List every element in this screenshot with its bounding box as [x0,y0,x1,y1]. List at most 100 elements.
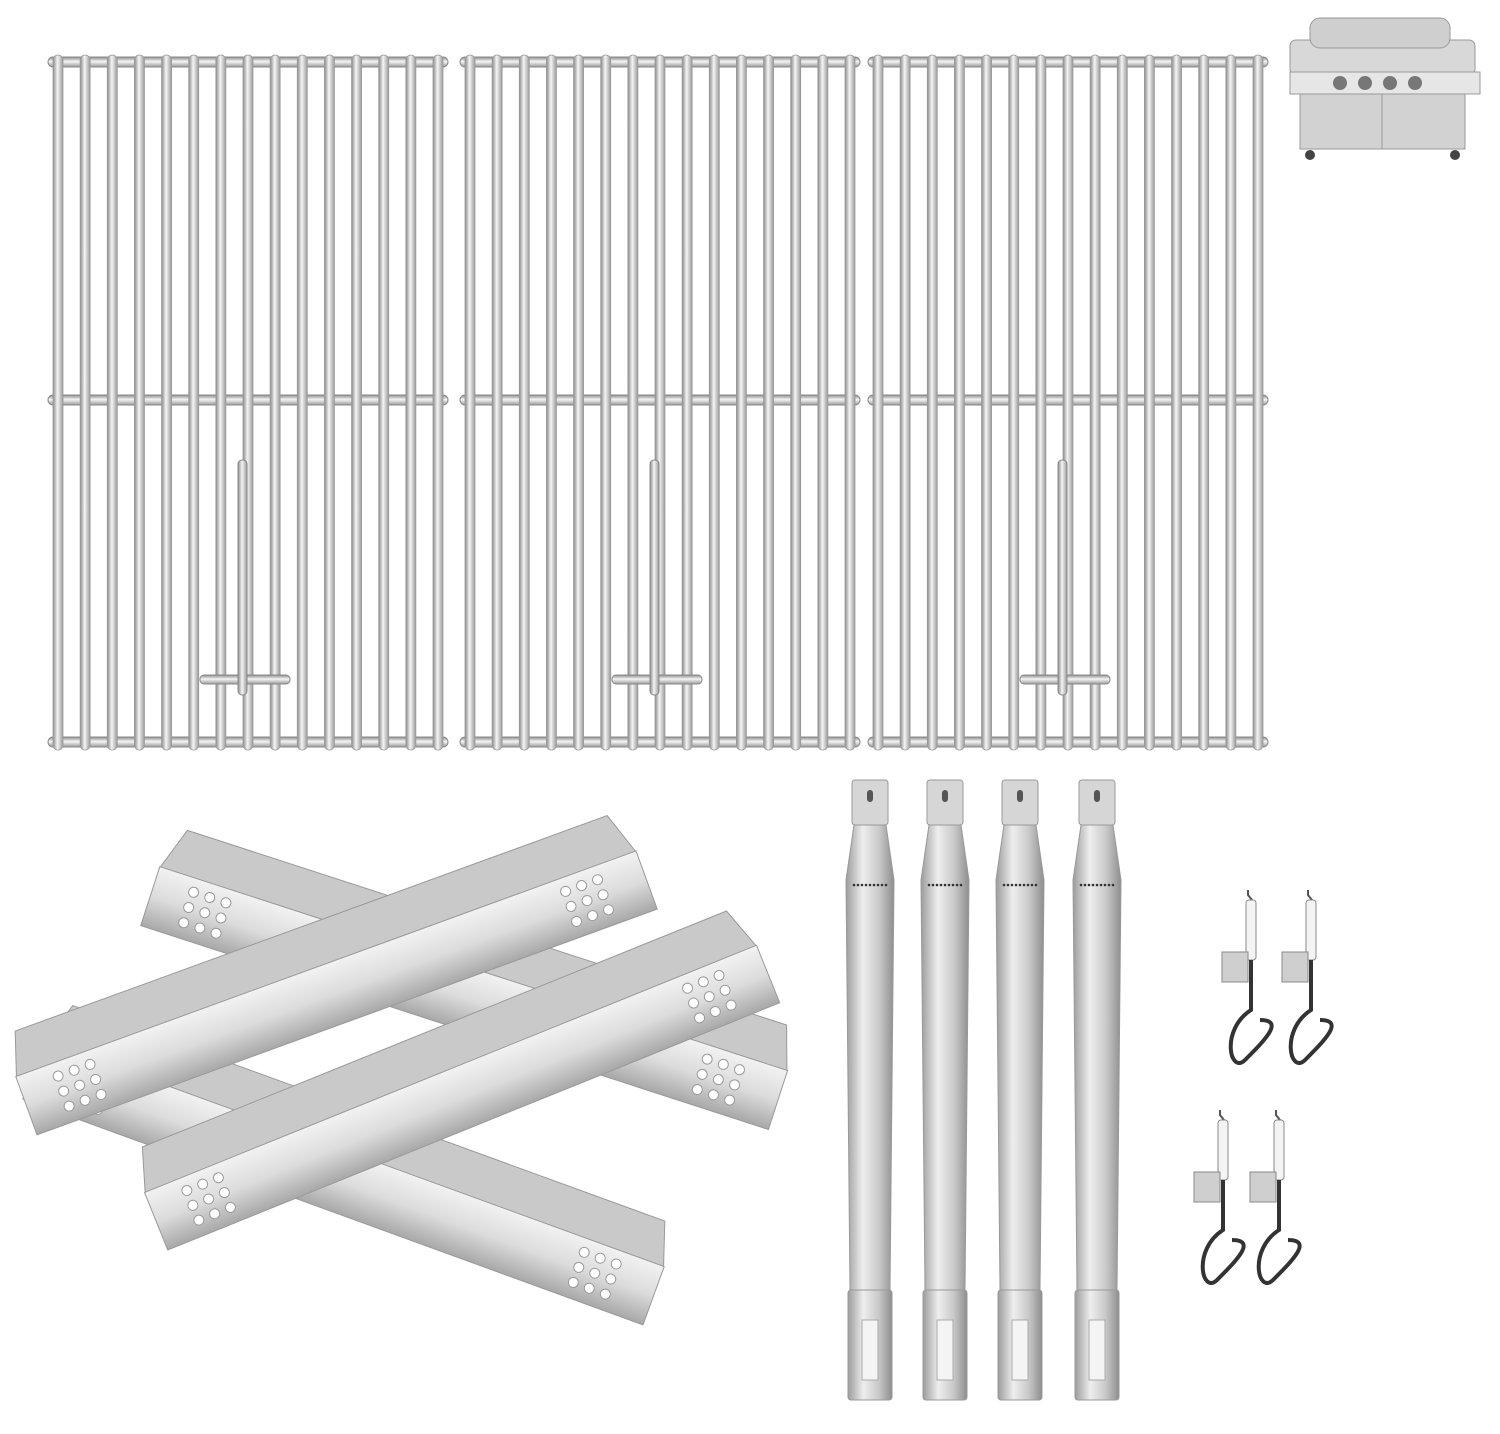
burner-port [943,883,947,887]
burner-port [939,883,943,887]
burner-port [955,883,959,887]
burner-port [959,883,963,887]
igniter-wire [1228,960,1274,1065]
grate-rod [464,54,476,751]
grate-rod [296,54,308,751]
heat-plate-hole [560,885,572,897]
burner-body [920,824,970,1291]
grate-rod [378,54,390,751]
grate-rod [1171,54,1182,751]
burner-port [1018,883,1022,887]
grate-rod [518,54,530,751]
grate-rod [1035,54,1047,751]
burner-tube [920,779,970,1401]
grate-rod [324,54,335,751]
heat-plate-hole [691,1084,703,1096]
burner-slot [942,790,948,802]
grate-rod [1225,54,1237,751]
heat-plate-hole [197,1178,209,1190]
heat-plate-hole [212,1172,224,1184]
grate-rod [79,54,91,751]
heat-plate-hole [581,895,593,907]
heat-plate-hole [79,1094,91,1106]
burner-port [868,883,872,887]
igniter-bracket [1249,1171,1277,1203]
burner-tube [1072,779,1122,1401]
heat-plate-hole [583,1282,595,1294]
burner-port [872,883,876,887]
grate-rod [1116,54,1128,751]
heat-plate-hole [58,1085,70,1097]
heat-plate-top [143,944,781,1251]
heat-plate-hole [599,1288,611,1300]
heat-plate-hole [703,991,715,1003]
heat-plate-hole [587,910,599,922]
igniter-wire [1200,1180,1246,1285]
grate-rod [681,54,693,751]
grate-rod [736,54,747,751]
burner-port [856,883,860,887]
grate-rod [1252,54,1264,751]
grate-handle-stem [237,459,248,696]
burner-port [880,883,884,887]
cooking-grates [47,54,1269,751]
burner-port [1099,883,1103,887]
grate-rod [1089,54,1101,751]
cooking-grate [459,54,861,751]
cooking-grate [47,54,449,751]
heat-plate-hole [603,904,615,916]
burner-bracket [926,779,964,826]
burner-port [1091,883,1095,887]
heat-plate-hole [84,1058,96,1070]
igniter-bracket [1281,951,1309,983]
heat-plate-hole [220,897,232,909]
burner-air-shutter [1011,1319,1029,1381]
grate-rod [899,54,911,751]
igniter-wire [1256,1180,1302,1285]
igniter-electrodes [1193,890,1334,1285]
heat-plate-hole [209,1208,221,1220]
heat-plate-hole [187,1199,199,1211]
heat-plate-hole [95,1089,107,1101]
grate-rod [188,54,200,751]
burner-port [852,883,856,887]
heat-plate-hole [218,1187,230,1199]
heat-plate-hole [578,1246,590,1258]
heat-plate-hole [592,874,604,886]
grill-knob [1383,76,1397,90]
burner-port [1107,883,1111,887]
heat-plate-hole [688,997,700,1009]
igniter-ceramic [1217,1119,1229,1181]
heat-plate-top [15,850,658,1136]
grate-rod [573,54,584,751]
heat-plate-hole [701,1053,713,1065]
burner-body [1072,824,1122,1291]
grill-wheel [1305,150,1315,160]
heat-plate-hole [181,1184,193,1196]
burner-port [860,883,864,887]
grate-handle-stem [649,459,660,696]
heat-plate-hole [724,1094,736,1106]
heat-plate-hole [199,907,211,919]
heat-plate-hole [63,1100,75,1112]
heat-plate-hole [74,1079,86,1091]
heat-plate-hole [589,1267,601,1279]
grate-rod [627,54,639,751]
burner-body [995,824,1045,1291]
grill-knob [1358,76,1372,90]
burner-port [1083,883,1087,887]
burner-bracket [1001,779,1039,826]
burner-port [1014,883,1018,887]
heat-plate-hole [709,1006,721,1018]
heat-plate-hole [565,900,577,912]
burner-port [1026,883,1030,887]
burner-tubes [845,779,1122,1401]
grate-rod [432,54,444,751]
heat-plate-hole [52,1070,64,1082]
heat-plate-hole [725,999,737,1011]
grate-rod [134,54,145,751]
grate-rod [161,54,172,751]
grate-rod [790,54,802,751]
igniter-ceramic [1305,899,1317,961]
grate-rod [52,54,64,751]
